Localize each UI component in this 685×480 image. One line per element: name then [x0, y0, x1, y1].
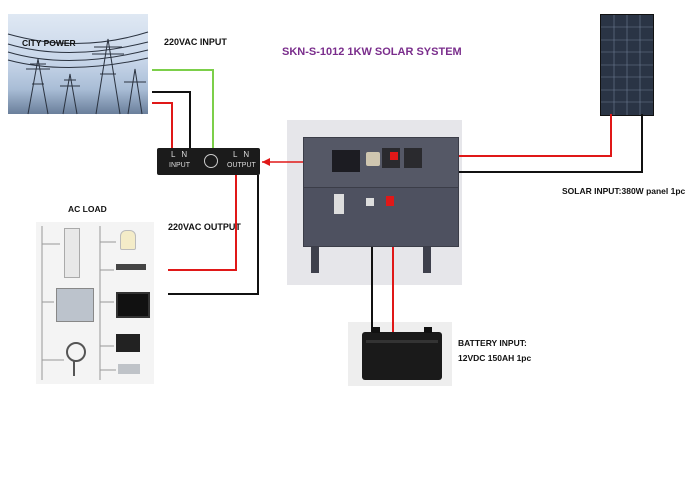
switch-icon — [366, 152, 380, 166]
breaker-switch-icon — [334, 194, 344, 214]
unit-leg-right — [423, 245, 431, 273]
inverter-bottom-module — [303, 187, 459, 247]
solar-panel-icon — [600, 14, 654, 116]
breaker-output-terminals: L N — [233, 150, 252, 159]
ac-output-label: 220VAC OUTPUT — [168, 222, 241, 232]
inverter-top-module — [303, 137, 459, 189]
lamp-icon — [120, 230, 136, 250]
battery-input-label: BATTERY INPUT: — [458, 338, 527, 348]
dvd-player-icon — [116, 264, 146, 270]
wire-solar-black — [410, 114, 643, 173]
fan-vent-icon-2 — [404, 148, 422, 168]
tv-icon — [116, 292, 150, 318]
city-power-image — [7, 14, 149, 115]
fan-icon — [66, 342, 86, 362]
breaker-output-label: OUTPUT — [227, 162, 256, 169]
ac-load-label: AC LOAD — [68, 204, 107, 214]
arrow-head — [262, 158, 270, 166]
solar-input-label: SOLAR INPUT:380W panel 1pc — [562, 186, 685, 196]
load-wiring — [41, 226, 116, 380]
battery-spec-label: 12VDC 150AH 1pc — [458, 353, 532, 363]
air-conditioner-icon — [64, 228, 80, 278]
breaker-box: L N INPUT L N OUTPUT — [157, 148, 260, 175]
wire-output-red — [168, 175, 237, 271]
battery-terminal-red — [386, 196, 394, 206]
breaker-input-terminals: L N — [171, 150, 190, 159]
wire-solar-red — [396, 114, 612, 157]
ground-icon — [204, 154, 218, 168]
unit-leg-left — [311, 245, 319, 273]
battery-icon — [362, 327, 442, 380]
computer-icon — [116, 334, 140, 352]
fan-stand — [73, 360, 75, 376]
fridge-icon — [56, 288, 94, 322]
battery-ridge — [366, 340, 438, 343]
city-power-label: CITY POWER — [22, 38, 76, 48]
solar-panel-grid — [601, 15, 653, 115]
battery-terminal-neg — [372, 327, 380, 333]
socket-icon — [332, 150, 360, 172]
wire-output-black — [168, 175, 259, 295]
wire-city-green — [152, 69, 214, 148]
ac-input-label: 220VAC INPUT — [164, 37, 227, 47]
breaker-input-label: INPUT — [169, 162, 190, 169]
ac-load-group — [36, 222, 154, 384]
battery-terminal-pos — [424, 327, 432, 333]
wire-city-red — [152, 102, 173, 148]
laptop-icon — [118, 364, 140, 374]
terminal-red-icon — [390, 152, 398, 160]
wire-city-black — [152, 91, 191, 148]
power-tower-icon — [7, 31, 149, 115]
diagram-title: SKN-S-1012 1KW SOLAR SYSTEM — [282, 46, 462, 58]
battery-terminal-black — [366, 198, 374, 206]
